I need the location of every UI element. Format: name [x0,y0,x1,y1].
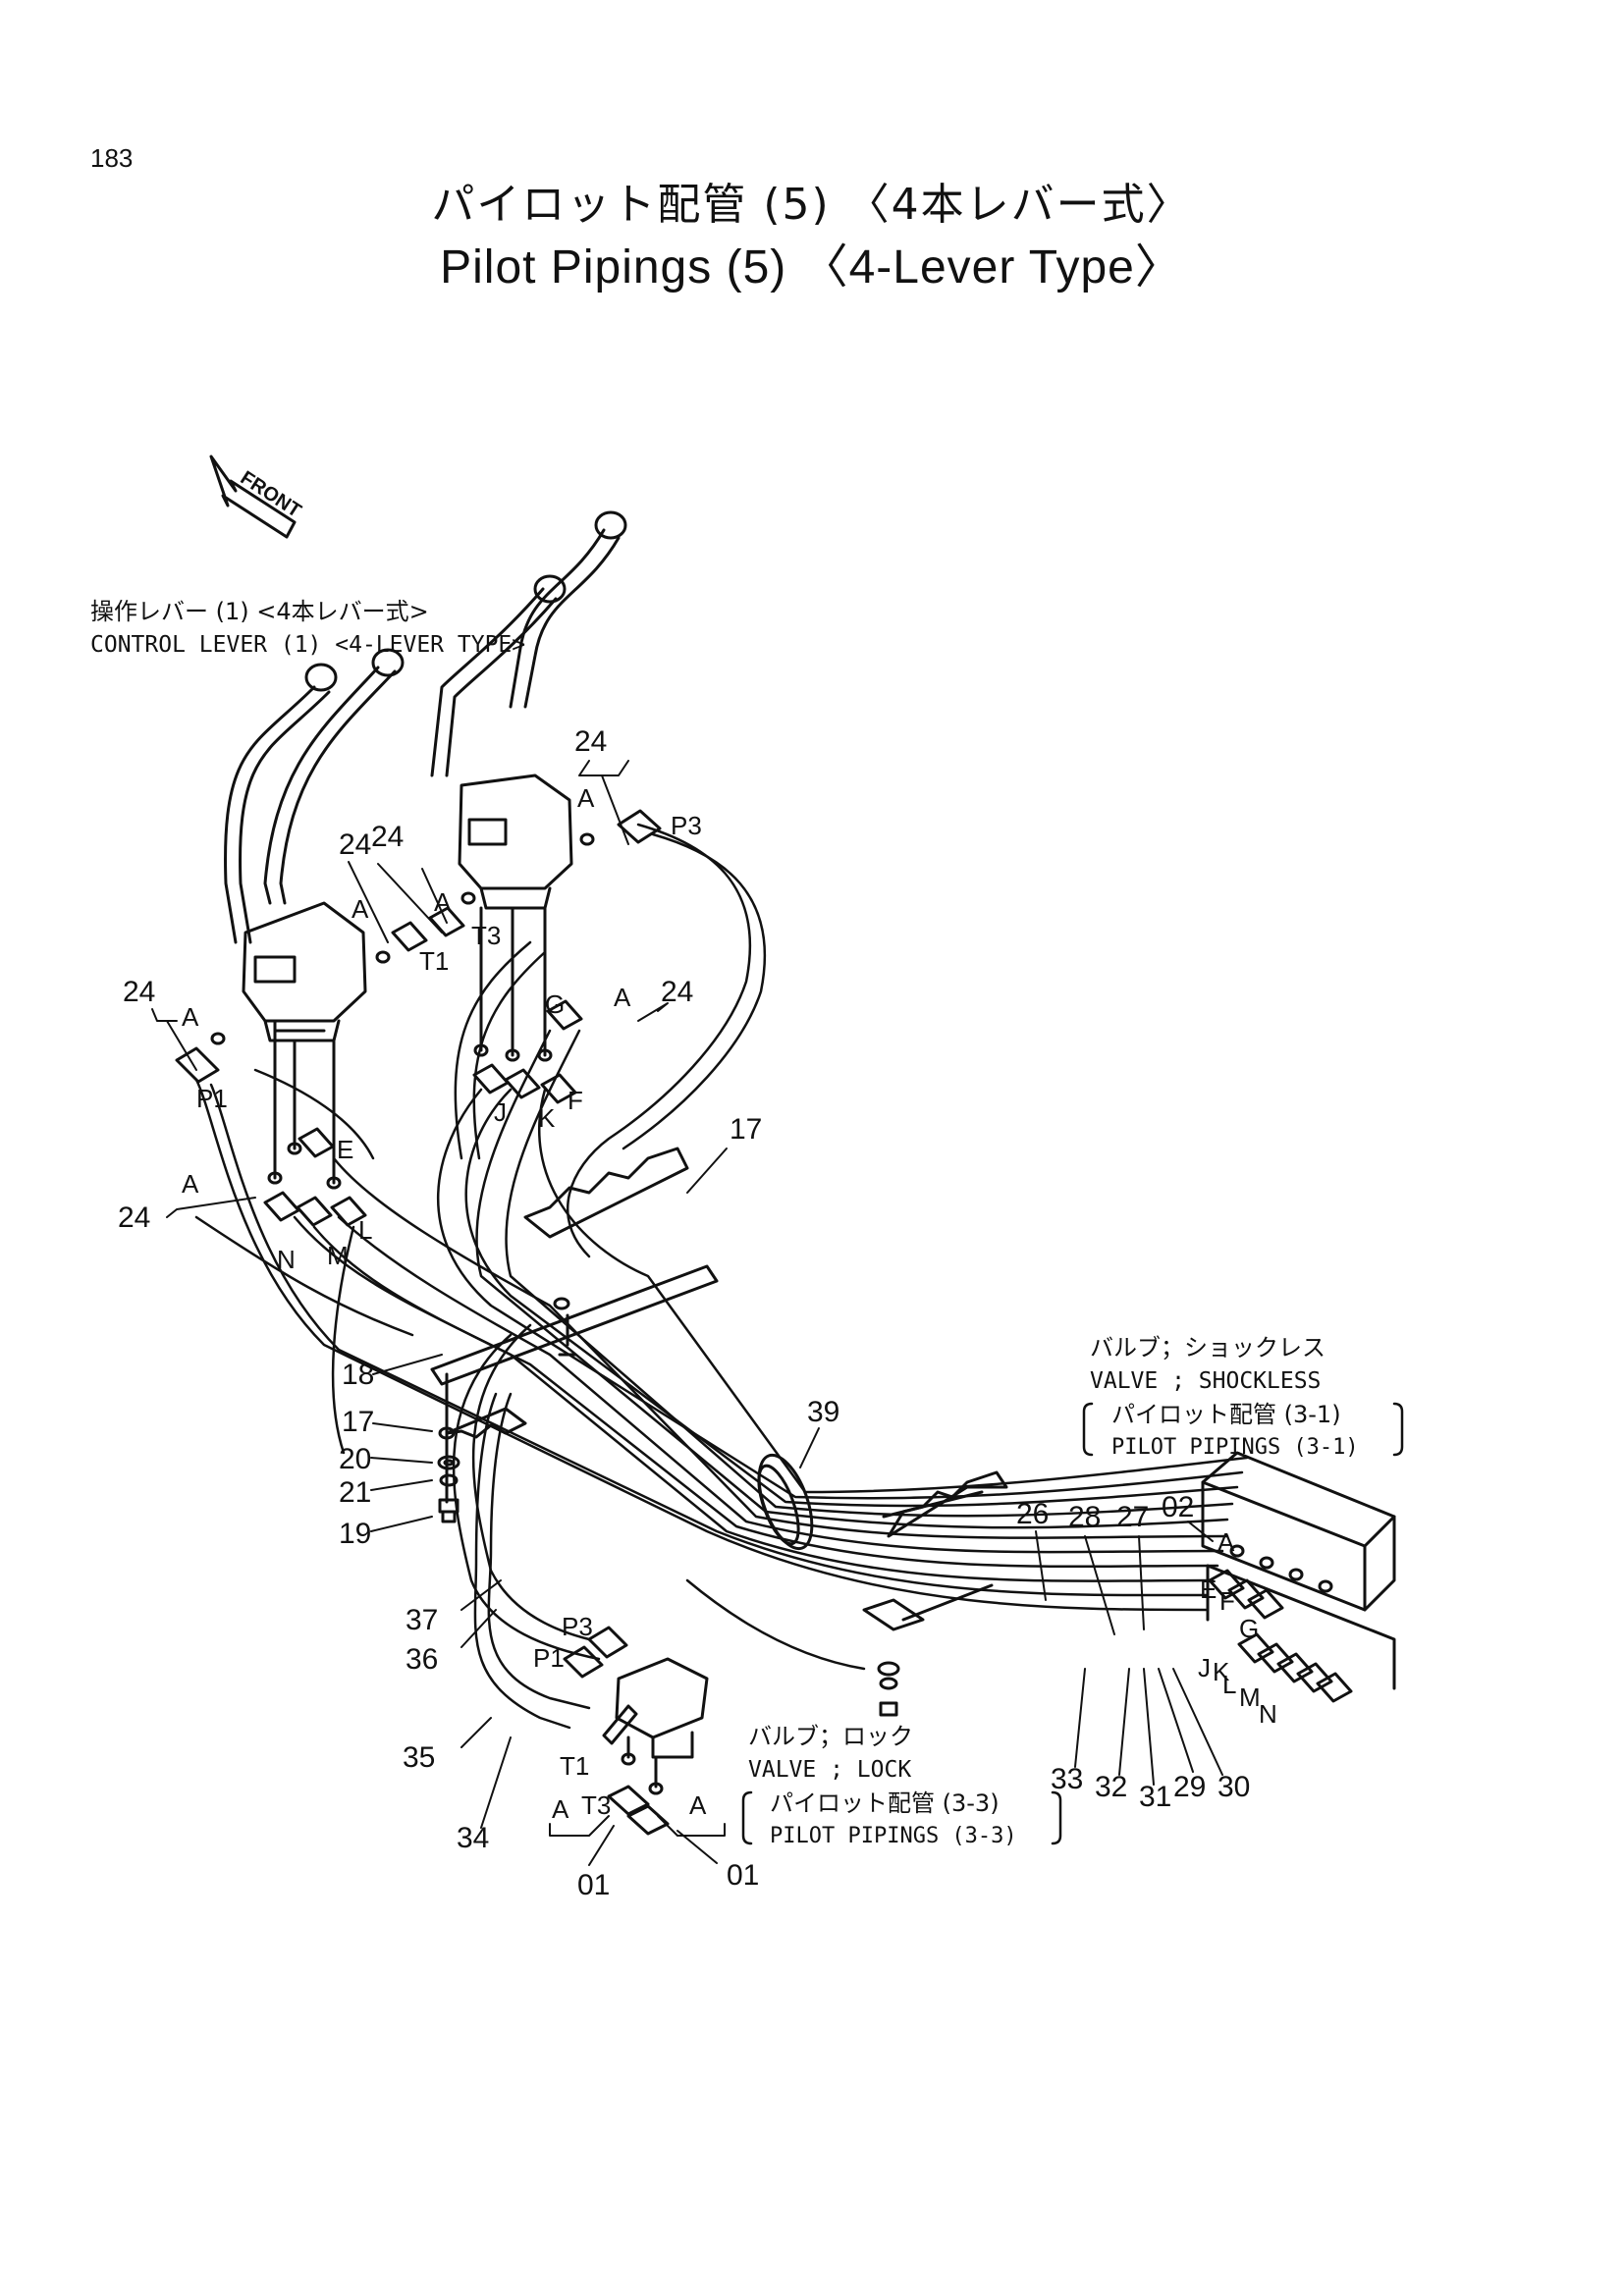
callout-33: 33 [1051,1763,1083,1795]
callout-21: 21 [339,1476,371,1509]
callout-26: 26 [1016,1498,1049,1530]
lock-valve-ref-jp: パイロット配管 (3-3) [770,1789,1000,1817]
shockless-valve-caption: バルブ；ショックレス VALVE ; SHOCKLESS パイロット配管 (3-… [1090,1331,1359,1465]
shockless-valve-ref-jp: パイロット配管 (3-1) [1111,1401,1341,1428]
port-a-lock-right: A [689,1790,707,1820]
callout-01-right: 01 [727,1859,759,1892]
callout-20: 20 [339,1443,371,1475]
port-a-p1: A [182,1002,199,1032]
callout-19: 19 [339,1518,371,1550]
port-t3-lock: T3 [581,1790,611,1820]
port-t3-upper: T3 [471,921,501,950]
control-lever-caption-en: CONTROL LEVER (1) <4-LEVER TYPE> [90,632,526,658]
port-a-mid: A [352,894,369,924]
callout-32: 32 [1095,1771,1127,1803]
left-control-lever [224,648,405,1042]
callout-31: 31 [1139,1781,1171,1813]
clamp-39 [757,1453,814,1551]
port-j-upper: J [494,1097,507,1127]
right-control-lever [430,510,627,910]
lock-valve-caption-en: VALVE ; LOCK [748,1757,912,1783]
callout-39: 39 [807,1396,839,1428]
callout-01-left: 01 [577,1869,610,1901]
port-l-upper: L [358,1215,372,1245]
port-a-upper: A [577,783,595,813]
port-e-valve: E [1200,1575,1217,1604]
port-a-right: A [614,983,631,1012]
callout-28: 28 [1068,1501,1101,1533]
shockless-valve-caption-en: VALVE ; SHOCKLESS [1090,1368,1322,1394]
callout-18: 18 [342,1359,374,1391]
hose-bundle [194,823,1249,1730]
port-p1-upper: P1 [196,1084,228,1113]
clamps-17-brackets-18 [430,1147,1008,1631]
port-p1-lock: P1 [533,1643,565,1673]
page-title-english: Pilot Pipings (5) 〈4-Lever Type〉 [440,241,1183,294]
callout-35: 35 [403,1741,435,1774]
callout-24-p1: 24 [123,976,155,1008]
front-label: FRONT [237,467,305,522]
page-title-japanese: パイロット配管 (5) 〈4本レバー式〉 [431,180,1192,230]
lock-valve-caption-jp: バルブ；ロック [748,1723,913,1750]
callout-36: 36 [406,1643,438,1676]
port-f-upper: F [568,1086,583,1115]
port-k-upper: K [538,1103,556,1133]
port-t1-upper: T1 [419,946,449,976]
port-n-valve: N [1259,1699,1277,1729]
port-e-upper: E [337,1135,353,1164]
control-lever-caption-jp: 操作レバー (1) <4本レバー式> [90,598,429,625]
port-m-valve: M [1239,1682,1261,1712]
lock-valve-ref-en: PILOT PIPINGS (3-3) [770,1824,1017,1848]
port-l-valve: L [1222,1670,1236,1699]
part-callouts: 24 24 24 24 24 24 17 18 17 20 21 19 39 2… [118,725,1250,1901]
shockless-valve-caption-jp: バルブ；ショックレス [1090,1334,1325,1362]
port-p3-upper: P3 [671,811,702,840]
shockless-valve [1201,1451,1396,1703]
port-a-lower-left: A [182,1169,199,1199]
front-arrow [209,454,297,539]
callout-24-left-a: 24 [339,828,371,861]
port-k-valve: K [1213,1657,1230,1686]
port-a-left-lever: A [434,887,452,917]
port-j-valve: J [1198,1653,1211,1682]
callout-17-upper: 17 [730,1113,762,1146]
hardware-19-20-21 [437,1313,900,1717]
control-lever-caption: 操作レバー (1) <4本レバー式> CONTROL LEVER (1) <4-… [90,595,525,662]
page-number: 183 [90,143,134,173]
leader-lines [151,760,1223,1866]
lock-valve [563,1626,709,1836]
port-f-valve: F [1219,1586,1235,1616]
port-labels: A P3 A A T3 T1 G A A P1 F J K E A L N M … [182,783,1277,1824]
callout-34: 34 [457,1822,489,1854]
caption-brackets [741,1402,1404,1845]
port-a-valve: A [1217,1527,1235,1557]
callout-02: 02 [1162,1491,1194,1523]
callout-17-lower: 17 [342,1406,374,1438]
callout-24-lower: 24 [118,1201,150,1234]
port-g-valve: G [1239,1614,1259,1643]
callout-24-p3: 24 [574,725,607,758]
callout-24-right: 24 [661,976,693,1008]
port-m-upper: M [327,1241,349,1270]
callout-29: 29 [1173,1771,1206,1803]
callout-37: 37 [406,1604,438,1636]
port-t1-lock: T1 [560,1751,589,1781]
callout-27: 27 [1116,1501,1149,1533]
port-g-upper: G [545,989,565,1019]
port-a-lock-left: A [552,1794,569,1824]
fittings-24 [175,809,662,1227]
callout-24-left-b: 24 [371,821,404,853]
lock-valve-caption: バルブ；ロック VALVE ; LOCK パイロット配管 (3-3) PILOT… [748,1720,1017,1853]
port-p3-lock: P3 [562,1612,593,1641]
callout-30: 30 [1217,1771,1250,1803]
port-n-upper: N [277,1245,296,1274]
